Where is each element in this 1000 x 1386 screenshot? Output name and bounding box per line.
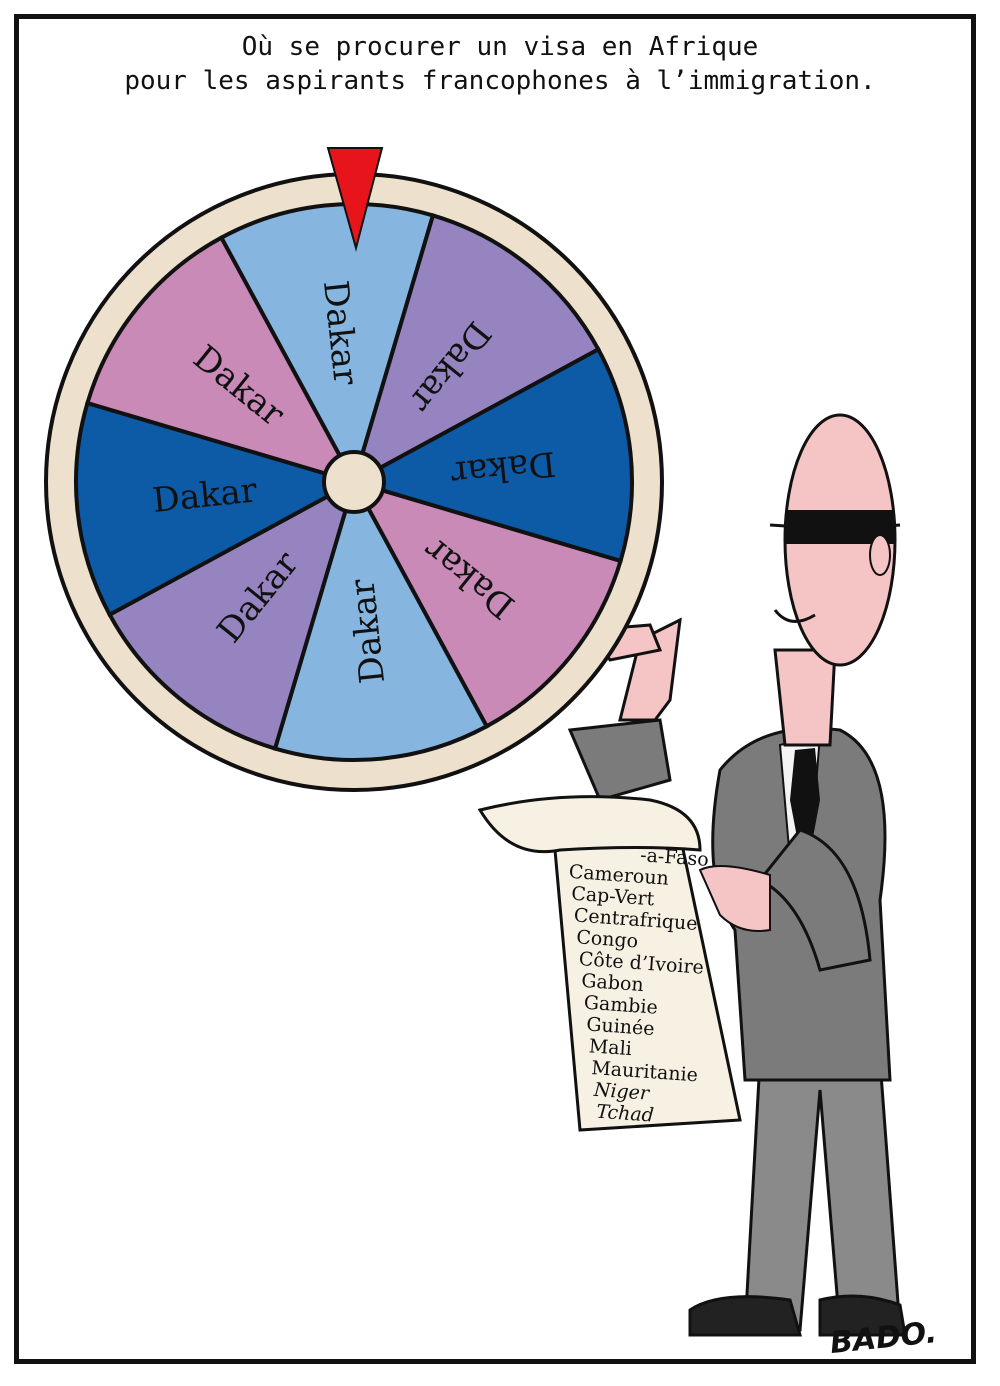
man-figure [567,413,907,1337]
cartoon-caption: Où se procurer un visa en Afrique pour l… [0,30,1000,98]
wheel-segment [74,400,360,618]
wheel-segment [348,346,634,564]
country-scroll: -a-FasoCamerounCap-VertCentrafriqueCongo… [477,795,742,1132]
scroll-list-item: Gabon [581,970,645,996]
scroll-list-item: Congo [576,926,639,952]
wheel-segment [349,478,624,730]
caption-line-2: pour les aspirants francophones à l’immi… [124,66,876,96]
scroll-list-item: Gambie [583,992,658,1019]
wheel-segment [218,202,436,488]
scroll-list-item: Tchad [596,1101,655,1127]
scroll-list-item: -a-Faso [639,844,709,871]
scroll-list-item: Niger [592,1079,652,1105]
caption-line-1: Où se procurer un visa en Afrique [241,32,759,62]
scroll-list-item: Mali [588,1035,632,1060]
scroll-list-item: Guinée [586,1013,656,1040]
wheel-pointer [326,147,384,252]
wheel-segment [84,234,359,486]
wheel-segment [106,477,358,752]
wheel-segment [350,212,602,487]
wheel-hub [322,450,386,514]
wheel-segment [272,476,490,762]
